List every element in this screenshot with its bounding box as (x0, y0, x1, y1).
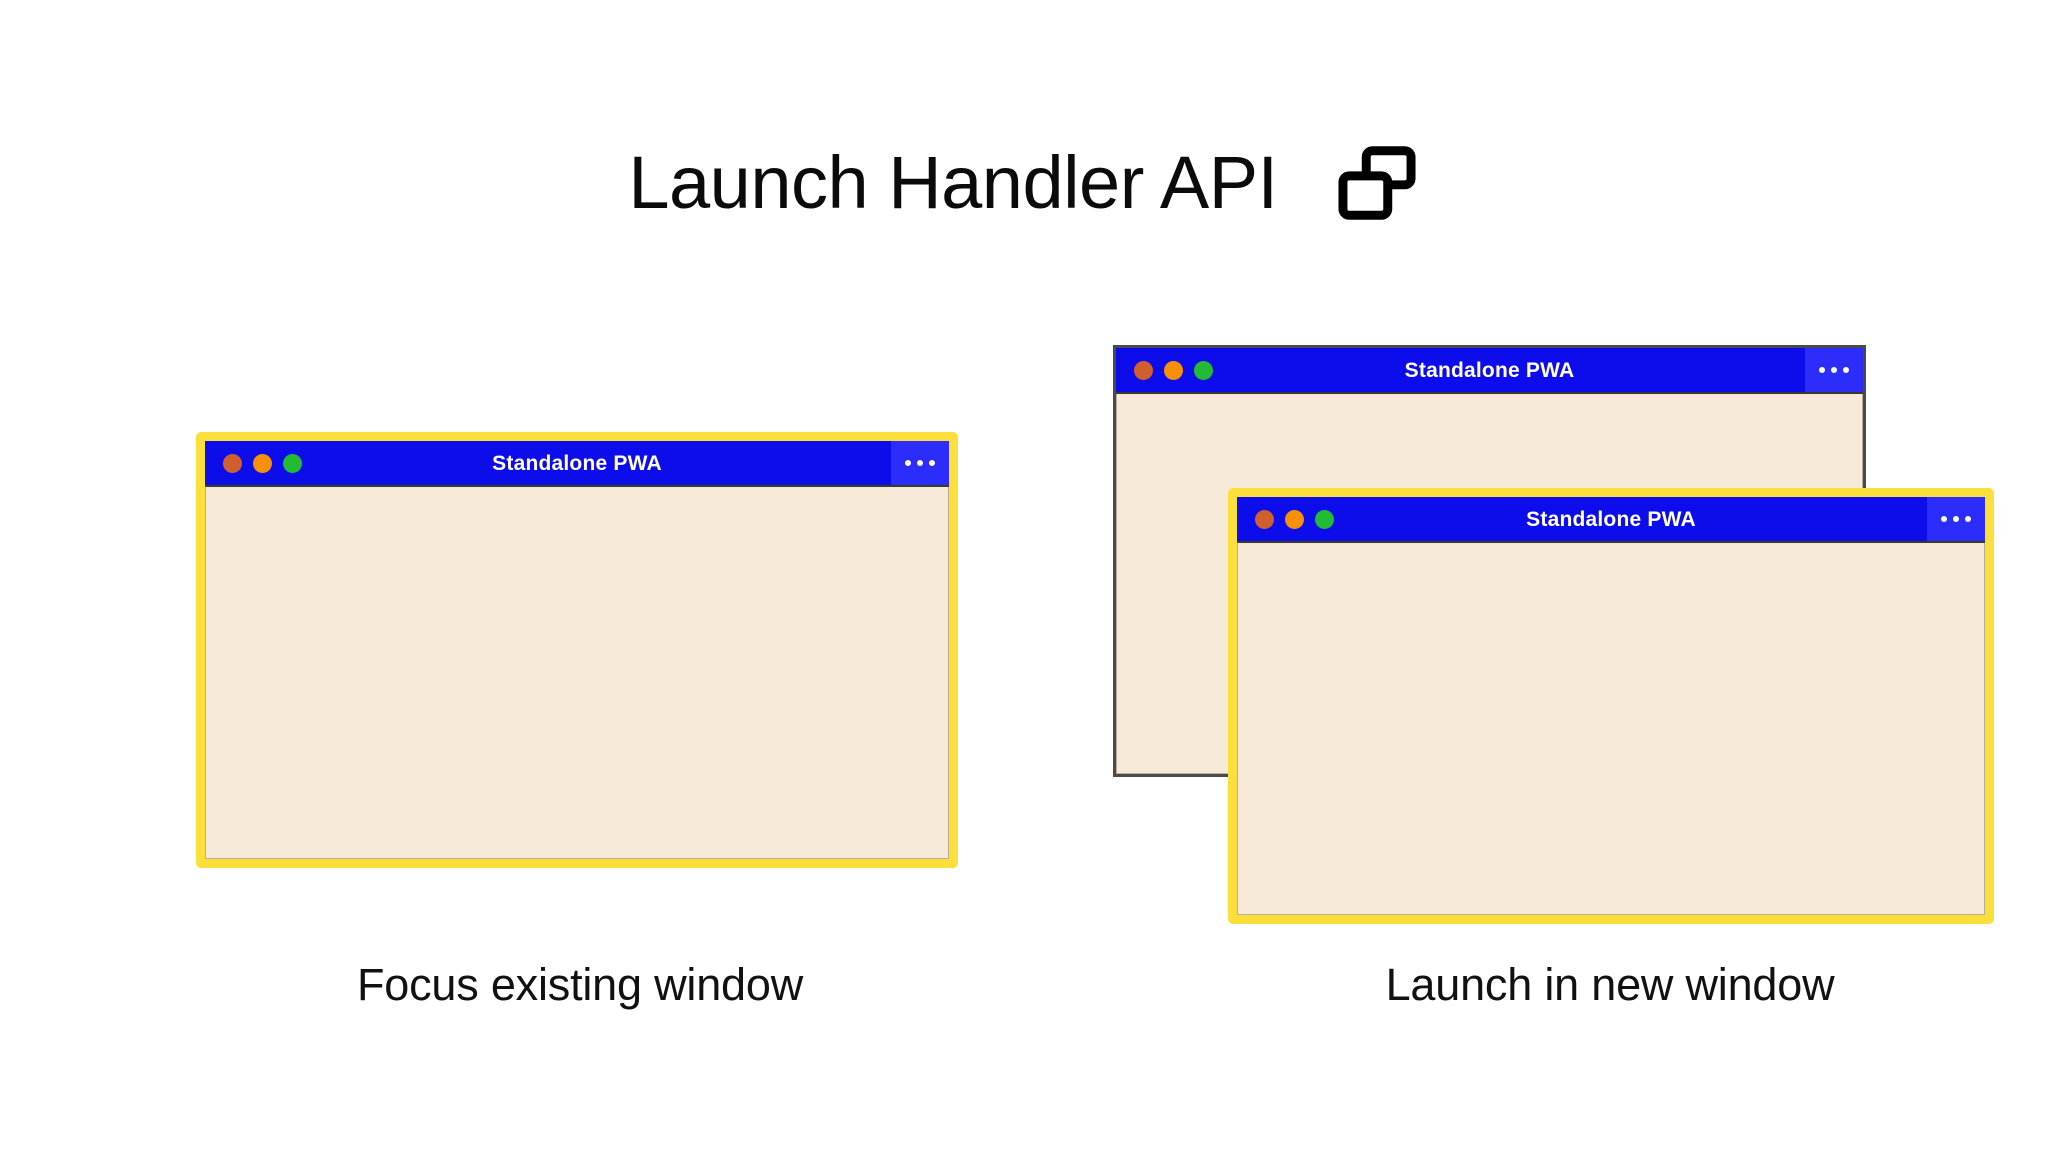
more-options-button[interactable] (1927, 497, 1985, 541)
menu-dot-icon (1819, 367, 1825, 373)
multi-window-icon (1338, 146, 1416, 220)
menu-dot-icon (1953, 516, 1959, 522)
pwa-window-focus-existing[interactable]: Standalone PWA (196, 432, 958, 868)
menu-dot-icon (1965, 516, 1971, 522)
maximize-button[interactable] (283, 453, 302, 473)
window-inner: Standalone PWA (205, 441, 949, 859)
maximize-button[interactable] (1315, 509, 1334, 529)
window-traffic-lights (1255, 497, 1334, 541)
window-inner: Standalone PWA (1237, 497, 1985, 915)
menu-dot-icon (917, 460, 923, 466)
page-title: Launch Handler API (628, 141, 1278, 224)
menu-dot-icon (1941, 516, 1947, 522)
menu-dot-icon (1843, 367, 1849, 373)
minimize-button[interactable] (1164, 360, 1183, 380)
caption-focus-existing: Focus existing window (357, 959, 803, 1010)
maximize-button[interactable] (1194, 360, 1213, 380)
window-content-area (1237, 543, 1985, 915)
window-title-bar[interactable]: Standalone PWA (1116, 348, 1863, 394)
window-title-bar[interactable]: Standalone PWA (1237, 497, 1985, 543)
window-traffic-lights (1134, 348, 1213, 392)
minimize-button[interactable] (1285, 509, 1304, 529)
more-options-button[interactable] (891, 441, 949, 485)
window-title: Standalone PWA (1404, 358, 1575, 382)
window-title: Standalone PWA (1526, 507, 1696, 531)
menu-dot-icon (1831, 367, 1837, 373)
close-button[interactable] (1134, 360, 1153, 380)
window-title: Standalone PWA (492, 451, 662, 475)
window-content-area (205, 487, 949, 859)
page-header: Launch Handler API (0, 128, 2048, 238)
more-options-button[interactable] (1805, 348, 1863, 392)
caption-launch-new: Launch in new window (1385, 959, 1835, 1010)
pwa-window-foreground[interactable]: Standalone PWA (1228, 488, 1994, 924)
menu-dot-icon (905, 460, 911, 466)
window-title-bar[interactable]: Standalone PWA (205, 441, 949, 487)
close-button[interactable] (223, 453, 242, 473)
close-button[interactable] (1255, 509, 1274, 529)
window-traffic-lights (223, 441, 302, 485)
menu-dot-icon (929, 460, 935, 466)
minimize-button[interactable] (253, 453, 272, 473)
